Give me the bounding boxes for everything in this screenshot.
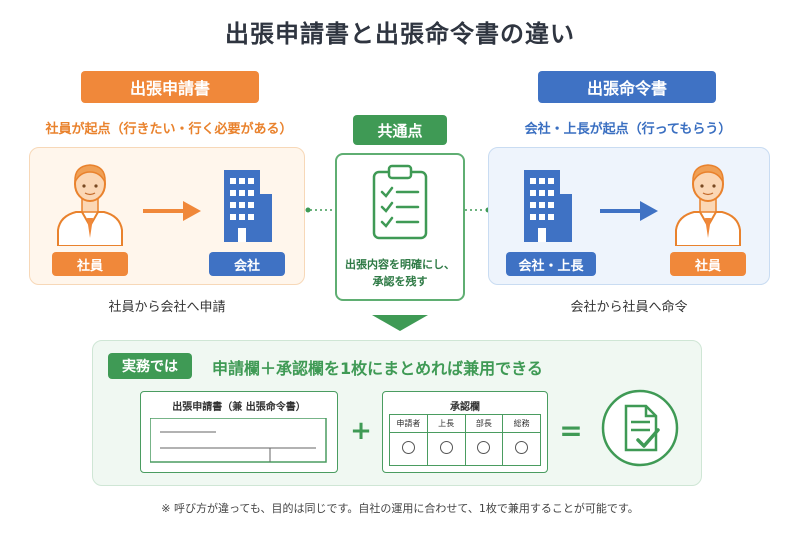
approval-column: 総務 xyxy=(503,415,540,465)
approval-column: 部長 xyxy=(465,415,504,465)
employee-person-icon xyxy=(675,164,741,246)
company-building-icon xyxy=(524,170,572,242)
stamp-circle-icon xyxy=(515,441,529,454)
approval-stamps: 申請者 上長 部長 総務 xyxy=(389,414,541,466)
arrow-right-icon xyxy=(143,201,201,221)
stamp-circle-icon xyxy=(477,441,491,454)
approved-document-icon xyxy=(601,389,679,467)
employee-tag: 社員 xyxy=(52,252,128,276)
common-point-line1: 出張内容を明確にし、 xyxy=(345,258,455,271)
footnote: ※ 呼び方が違っても、目的は同じです。自社の運用に合わせて、1枚で兼用することが… xyxy=(161,502,639,515)
equals-sign: = xyxy=(559,414,583,447)
practice-badge: 実務では xyxy=(108,353,192,379)
application-caption: 社員から会社へ申請 xyxy=(108,300,226,315)
common-point-text: 出張内容を明確にし、 承認を残す xyxy=(335,256,465,290)
page-title: 出張申請書と出張命令書の違い xyxy=(225,20,575,48)
triangle-down-icon xyxy=(372,315,428,331)
approval-form-title: 承認欄 xyxy=(450,402,480,413)
company-manager-tag: 会社・上長 xyxy=(506,252,596,276)
application-heading: 出張申請書 xyxy=(81,71,259,103)
plus-sign: + xyxy=(350,416,372,446)
employee-tag: 社員 xyxy=(670,252,746,276)
stamp-circle-icon xyxy=(401,441,415,454)
arrow-right-icon xyxy=(600,201,658,221)
approval-column-label: 上長 xyxy=(427,415,465,433)
approval-column-label: 部長 xyxy=(465,415,503,433)
application-subtitle: 社員が起点（行きたい・行く必要がある） xyxy=(45,122,293,137)
order-subtitle: 会社・上長が起点（行ってもらう） xyxy=(524,122,732,137)
approval-column: 上長 xyxy=(427,415,466,465)
common-point-line2: 承認を残す xyxy=(372,275,428,288)
connector-left xyxy=(305,207,333,213)
company-building-icon xyxy=(224,170,272,242)
employee-person-icon xyxy=(57,164,123,246)
company-tag: 会社 xyxy=(209,252,285,276)
stamp-circle-icon xyxy=(439,441,453,454)
order-caption: 会社から社員へ命令 xyxy=(570,300,688,315)
approval-column-label: 総務 xyxy=(503,415,540,433)
common-point-heading: 共通点 xyxy=(353,115,447,145)
combined-form-title: 出張申請書（兼 出張命令書） xyxy=(172,402,306,413)
practice-headline: 申請欄＋承認欄を1枚にまとめれば兼用できる xyxy=(212,359,543,378)
form-lines xyxy=(150,418,327,463)
order-heading: 出張命令書 xyxy=(538,71,716,103)
clipboard-checklist-icon xyxy=(372,164,428,240)
approval-column: 申請者 xyxy=(390,415,428,465)
approval-column-label: 申請者 xyxy=(390,415,427,433)
